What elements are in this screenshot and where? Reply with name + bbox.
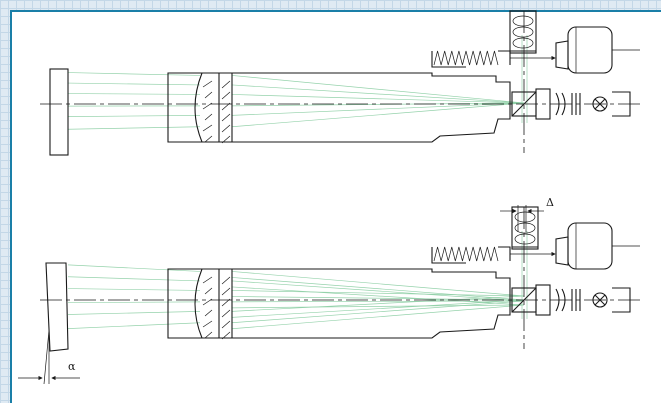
light-housing: [535, 284, 551, 316]
lens-hatch: [202, 80, 213, 88]
objective-lens-front: [194, 72, 203, 143]
lens-hatch: [204, 135, 213, 143]
eyepiece-housing: [511, 206, 539, 250]
instrument-body: [40, 206, 640, 352]
lamp: [592, 292, 608, 308]
lens-hatch: [221, 91, 231, 100]
lens-hatch: [221, 320, 231, 329]
tilt-angle-dimension: α: [18, 329, 80, 385]
ray: [67, 115, 201, 117]
lens-hatch: [221, 124, 231, 133]
ray: [67, 126, 201, 130]
lens-hatch: [204, 309, 213, 317]
instrument-body: [40, 10, 640, 156]
eyepiece-lens: [512, 15, 534, 27]
lamp-housing: [612, 287, 631, 313]
lamp-cross: [594, 294, 606, 306]
ray-bundle: [67, 35, 528, 130]
assembly-aligned: [40, 10, 640, 156]
lens-hatch: [221, 309, 231, 318]
ray: [231, 102, 525, 128]
ray: [231, 304, 525, 309]
spring-housing: [431, 247, 466, 264]
ray: [231, 280, 525, 302]
ray: [231, 304, 525, 330]
tilt-angle-label: α: [68, 360, 76, 373]
ray: [67, 301, 201, 304]
lamp: [592, 96, 608, 112]
ray: [231, 296, 525, 301]
camera-mount: [555, 40, 569, 70]
light-housing: [535, 88, 551, 120]
mirror: [49, 68, 69, 156]
lens-hatch: [221, 80, 231, 89]
ray: [231, 300, 525, 324]
condenser-lens: [561, 288, 566, 312]
lens-hatch: [202, 320, 213, 328]
ray: [231, 75, 525, 104]
displacement-dimension: Δ: [500, 196, 554, 232]
ray: [231, 102, 525, 116]
lens-hatch: [204, 287, 213, 295]
micrometer-spring: [433, 50, 499, 66]
spring-housing: [431, 51, 466, 68]
lens-hatch: [221, 276, 231, 285]
lens-hatch: [221, 113, 231, 122]
ray: [231, 102, 525, 107]
eyepiece-lens: [514, 233, 536, 245]
lens-hatch: [202, 276, 213, 284]
lens-hatch: [202, 124, 213, 132]
spring-end: [498, 246, 511, 261]
ray: [67, 93, 201, 95]
ray: [231, 295, 525, 312]
condenser-lens: [561, 92, 566, 116]
ray: [231, 300, 525, 303]
ray: [67, 72, 201, 76]
lens-hatch: [204, 113, 213, 121]
condenser-lens: [555, 288, 560, 312]
ray: [231, 271, 525, 297]
camera-mount: [555, 236, 569, 266]
beam-splitter-diagonal: [511, 91, 537, 117]
lens-hatch: [204, 331, 213, 339]
objective-lens-front: [194, 268, 203, 339]
ray: [231, 286, 525, 306]
ray: [67, 288, 201, 291]
ray: [231, 299, 525, 318]
ray-bundle: [67, 231, 528, 330]
condenser-lens: [555, 92, 560, 116]
eyepiece-lens: [514, 222, 536, 234]
ray: [67, 264, 201, 272]
camera-body: [567, 26, 613, 74]
ray: [231, 94, 525, 104]
eyepiece-lens: [514, 211, 536, 223]
ray: [231, 290, 525, 297]
eyepiece-lens: [512, 26, 534, 38]
ray: [231, 277, 525, 301]
ray: [67, 311, 201, 315]
lens-hatch: [221, 287, 231, 296]
micrometer-spring: [433, 246, 499, 262]
displacement-label: Δ: [546, 196, 554, 209]
ray: [67, 276, 201, 282]
eyepiece-lens: [512, 37, 534, 49]
lens-hatch: [221, 135, 231, 144]
lamp-housing: [612, 91, 631, 117]
lens-hatch: [204, 91, 213, 99]
assembly-tilted: [40, 206, 640, 352]
eyepiece-housing: [509, 10, 537, 54]
telescope-tube: [167, 72, 511, 143]
telescope-tube: [167, 268, 511, 339]
beam-splitter-diagonal: [511, 287, 537, 313]
ray: [67, 322, 201, 329]
ray: [231, 84, 525, 104]
camera-body: [567, 222, 613, 270]
ray: [67, 82, 201, 86]
lens-hatch: [221, 331, 231, 340]
mirror: [45, 262, 69, 352]
spring-end: [498, 50, 511, 65]
lamp-cross: [594, 98, 606, 110]
